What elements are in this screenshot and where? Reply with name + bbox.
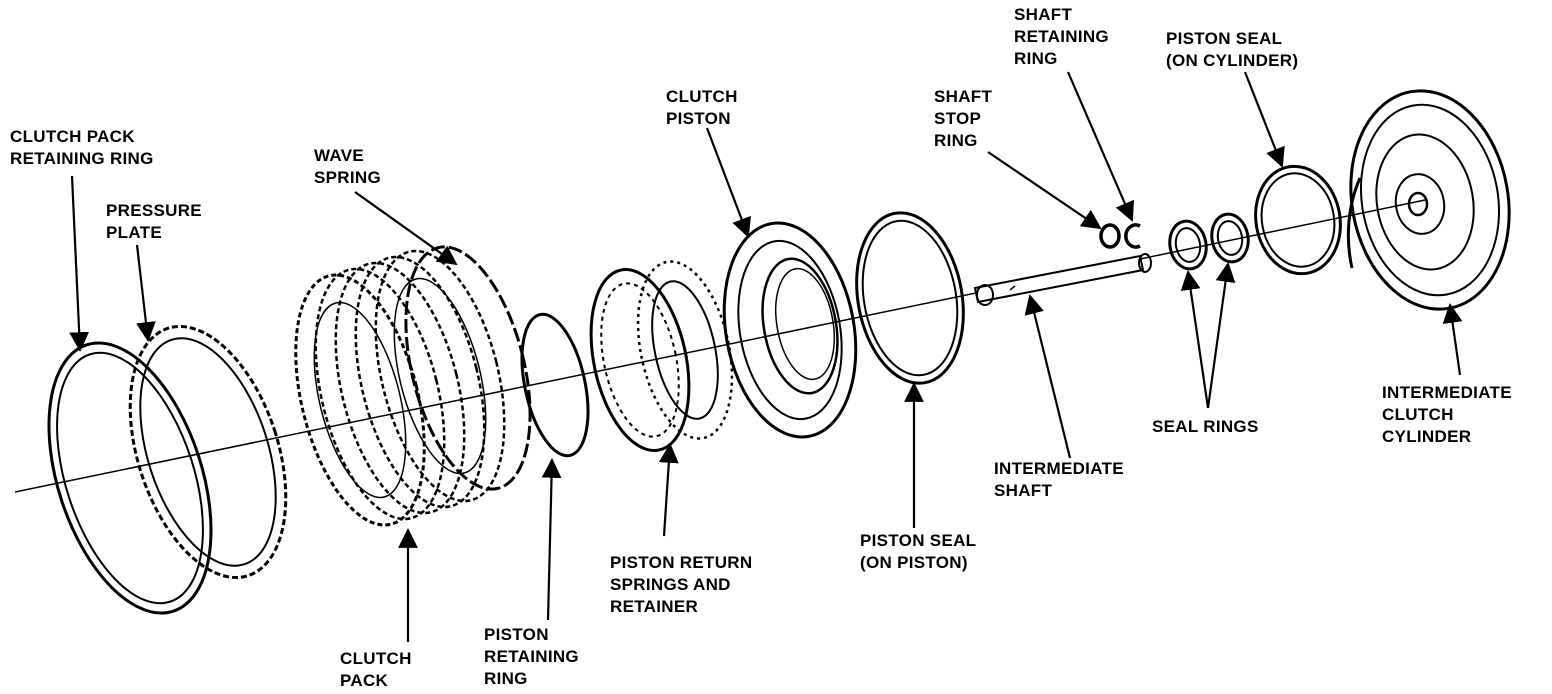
label-clutch-pack: CLUTCH PACK xyxy=(340,649,412,690)
leader-wave-spring xyxy=(354,191,458,266)
leader-shaft-retaining-ring xyxy=(1066,71,1135,222)
clutch-pack-retaining-ring-part xyxy=(47,341,213,615)
seal-rings-part xyxy=(1168,212,1250,271)
leader-intermediate-clutch-cylinder xyxy=(1442,303,1463,376)
leader-piston-return-springs xyxy=(658,443,679,537)
leader-clutch-pack-retaining-ring xyxy=(69,175,90,352)
label-wave-spring: WAVE SPRING xyxy=(314,146,381,187)
leader-seal-rings-b xyxy=(1206,262,1236,409)
leader-shaft-stop-ring xyxy=(987,151,1102,230)
label-intermediate-shaft: INTERMEDIATE SHAFT xyxy=(994,459,1124,500)
label-shaft-retaining-ring: SHAFT RETAINING RING xyxy=(1014,5,1109,68)
label-seal-rings: SEAL RINGS xyxy=(1152,417,1259,436)
label-intermediate-clutch-cylinder: INTERMEDIATE CLUTCH CYLINDER xyxy=(1382,383,1512,446)
label-shaft-stop-ring: SHAFT STOP RING xyxy=(934,87,993,150)
piston-seal-on-cylinder-part xyxy=(1254,164,1342,276)
leader-piston-retaining-ring xyxy=(541,458,562,621)
intermediate-shaft-part xyxy=(973,253,1152,306)
center-axis xyxy=(14,199,1426,493)
label-piston-seal-on-cylinder: PISTON SEAL (ON CYLINDER) xyxy=(1166,29,1299,70)
piston-seal-on-piston-part xyxy=(855,211,965,385)
intermediate-clutch-cylinder-part xyxy=(1346,89,1511,311)
leader-clutch-piston xyxy=(705,127,751,238)
leader-piston-seal-on-cylinder xyxy=(1243,71,1285,168)
clutch-piston-part xyxy=(722,221,858,439)
wave-spring-part xyxy=(404,245,532,491)
label-clutch-piston: CLUTCH PISTON xyxy=(666,87,738,128)
piston-retaining-ring-part xyxy=(520,312,590,458)
clutch-pack-part xyxy=(294,249,506,527)
pressure-plate-part xyxy=(128,324,288,580)
leader-intermediate-shaft xyxy=(1024,294,1072,459)
shaft-rings-part xyxy=(1099,223,1141,249)
label-piston-retaining-ring: PISTON RETAINING RING xyxy=(484,625,579,688)
label-piston-return-springs: PISTON RETURN SPRINGS AND RETAINER xyxy=(610,553,753,616)
leader-seal-rings-a xyxy=(1180,270,1210,409)
piston-return-springs-part xyxy=(589,260,734,452)
label-clutch-pack-retaining-ring: CLUTCH PACK RETAINING RING xyxy=(10,127,154,168)
leader-lines xyxy=(69,71,1463,642)
label-pressure-plate: PRESSURE PLATE xyxy=(106,201,202,242)
label-piston-seal-on-piston: PISTON SEAL (ON PISTON) xyxy=(860,531,977,572)
leader-pressure-plate xyxy=(135,244,156,342)
